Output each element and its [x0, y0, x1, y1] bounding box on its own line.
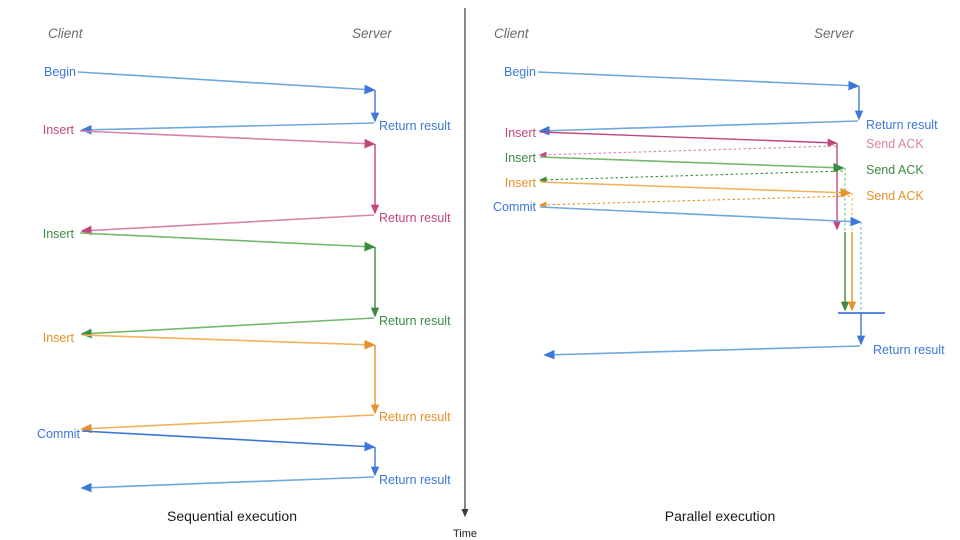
request-arrow-commit	[81, 430, 376, 452]
response-arrow-insert-1	[80, 214, 375, 236]
left-label-return-2: Return result	[379, 211, 451, 225]
right-interaction-insert-2	[538, 156, 850, 312]
right-label-ack-3: Send ACK	[866, 189, 924, 203]
ack-arrow-insert-3	[538, 195, 851, 209]
request-arrow-insert-2	[539, 156, 845, 173]
request-arrow-insert-3	[539, 181, 852, 198]
left-label-return-5: Return result	[379, 473, 451, 487]
request-arrow-insert-1	[539, 131, 838, 147]
right-label-begin: Begin	[504, 65, 536, 79]
caption-sequential: Sequential execution	[167, 508, 297, 524]
ack-arrow-insert-2	[538, 170, 844, 184]
left-label-commit: Commit	[37, 427, 81, 441]
response-arrow-insert-3	[80, 414, 375, 434]
right-label-insert-1: Insert	[505, 126, 537, 140]
left-interaction-insert-3	[80, 334, 380, 434]
left-interaction-commit	[80, 430, 380, 493]
left-label-return-4: Return result	[379, 410, 451, 424]
time-axis-label: Time	[453, 528, 477, 540]
left-interaction-begin	[77, 71, 380, 135]
right-interaction-insert-3	[538, 181, 857, 312]
right-label-return-1: Return result	[866, 118, 938, 132]
request-arrow-insert-3	[81, 334, 376, 350]
request-arrow-insert-2	[79, 232, 376, 252]
left-actor-client: Client	[48, 26, 84, 41]
request-arrow-begin	[537, 71, 860, 91]
left-label-insert-2: Insert	[43, 227, 75, 241]
request-arrow-begin	[77, 71, 376, 95]
response-arrow-commit	[543, 345, 861, 360]
right-interaction-commit	[539, 206, 885, 360]
left-label-begin: Begin	[44, 65, 76, 79]
right-label-insert-3: Insert	[505, 176, 537, 190]
left-actor-server: Server	[352, 26, 392, 41]
left-label-insert-3: Insert	[43, 331, 75, 345]
right-label-ack-2: Send ACK	[866, 163, 924, 177]
left-panel-sequential: Client Server Begin Insert Insert Insert…	[37, 26, 451, 493]
right-actor-server: Server	[814, 26, 854, 41]
left-interaction-insert-2	[79, 232, 380, 339]
response-arrow-commit	[80, 476, 375, 493]
right-interaction-insert-1	[538, 131, 842, 231]
left-label-return-3: Return result	[379, 314, 451, 328]
response-arrow-begin	[538, 120, 859, 136]
response-arrow-insert-2	[80, 317, 375, 339]
left-interaction-insert-1	[79, 130, 380, 236]
right-actor-client: Client	[494, 26, 530, 41]
left-label-return-1: Return result	[379, 119, 451, 133]
right-interaction-begin	[537, 71, 864, 136]
response-arrow-begin	[80, 122, 375, 135]
right-label-ack-1: Send ACK	[866, 137, 924, 151]
right-label-commit: Commit	[493, 200, 537, 214]
ack-arrow-insert-1	[538, 145, 837, 159]
left-label-insert-1: Insert	[43, 123, 75, 137]
right-label-return-2: Return result	[873, 343, 945, 357]
request-arrow-insert-1	[79, 130, 376, 149]
request-arrow-commit	[539, 206, 862, 227]
right-label-insert-2: Insert	[505, 151, 537, 165]
right-panel-parallel: Client Server Begin Insert Insert Insert…	[493, 26, 945, 360]
caption-parallel: Parallel execution	[665, 508, 776, 524]
